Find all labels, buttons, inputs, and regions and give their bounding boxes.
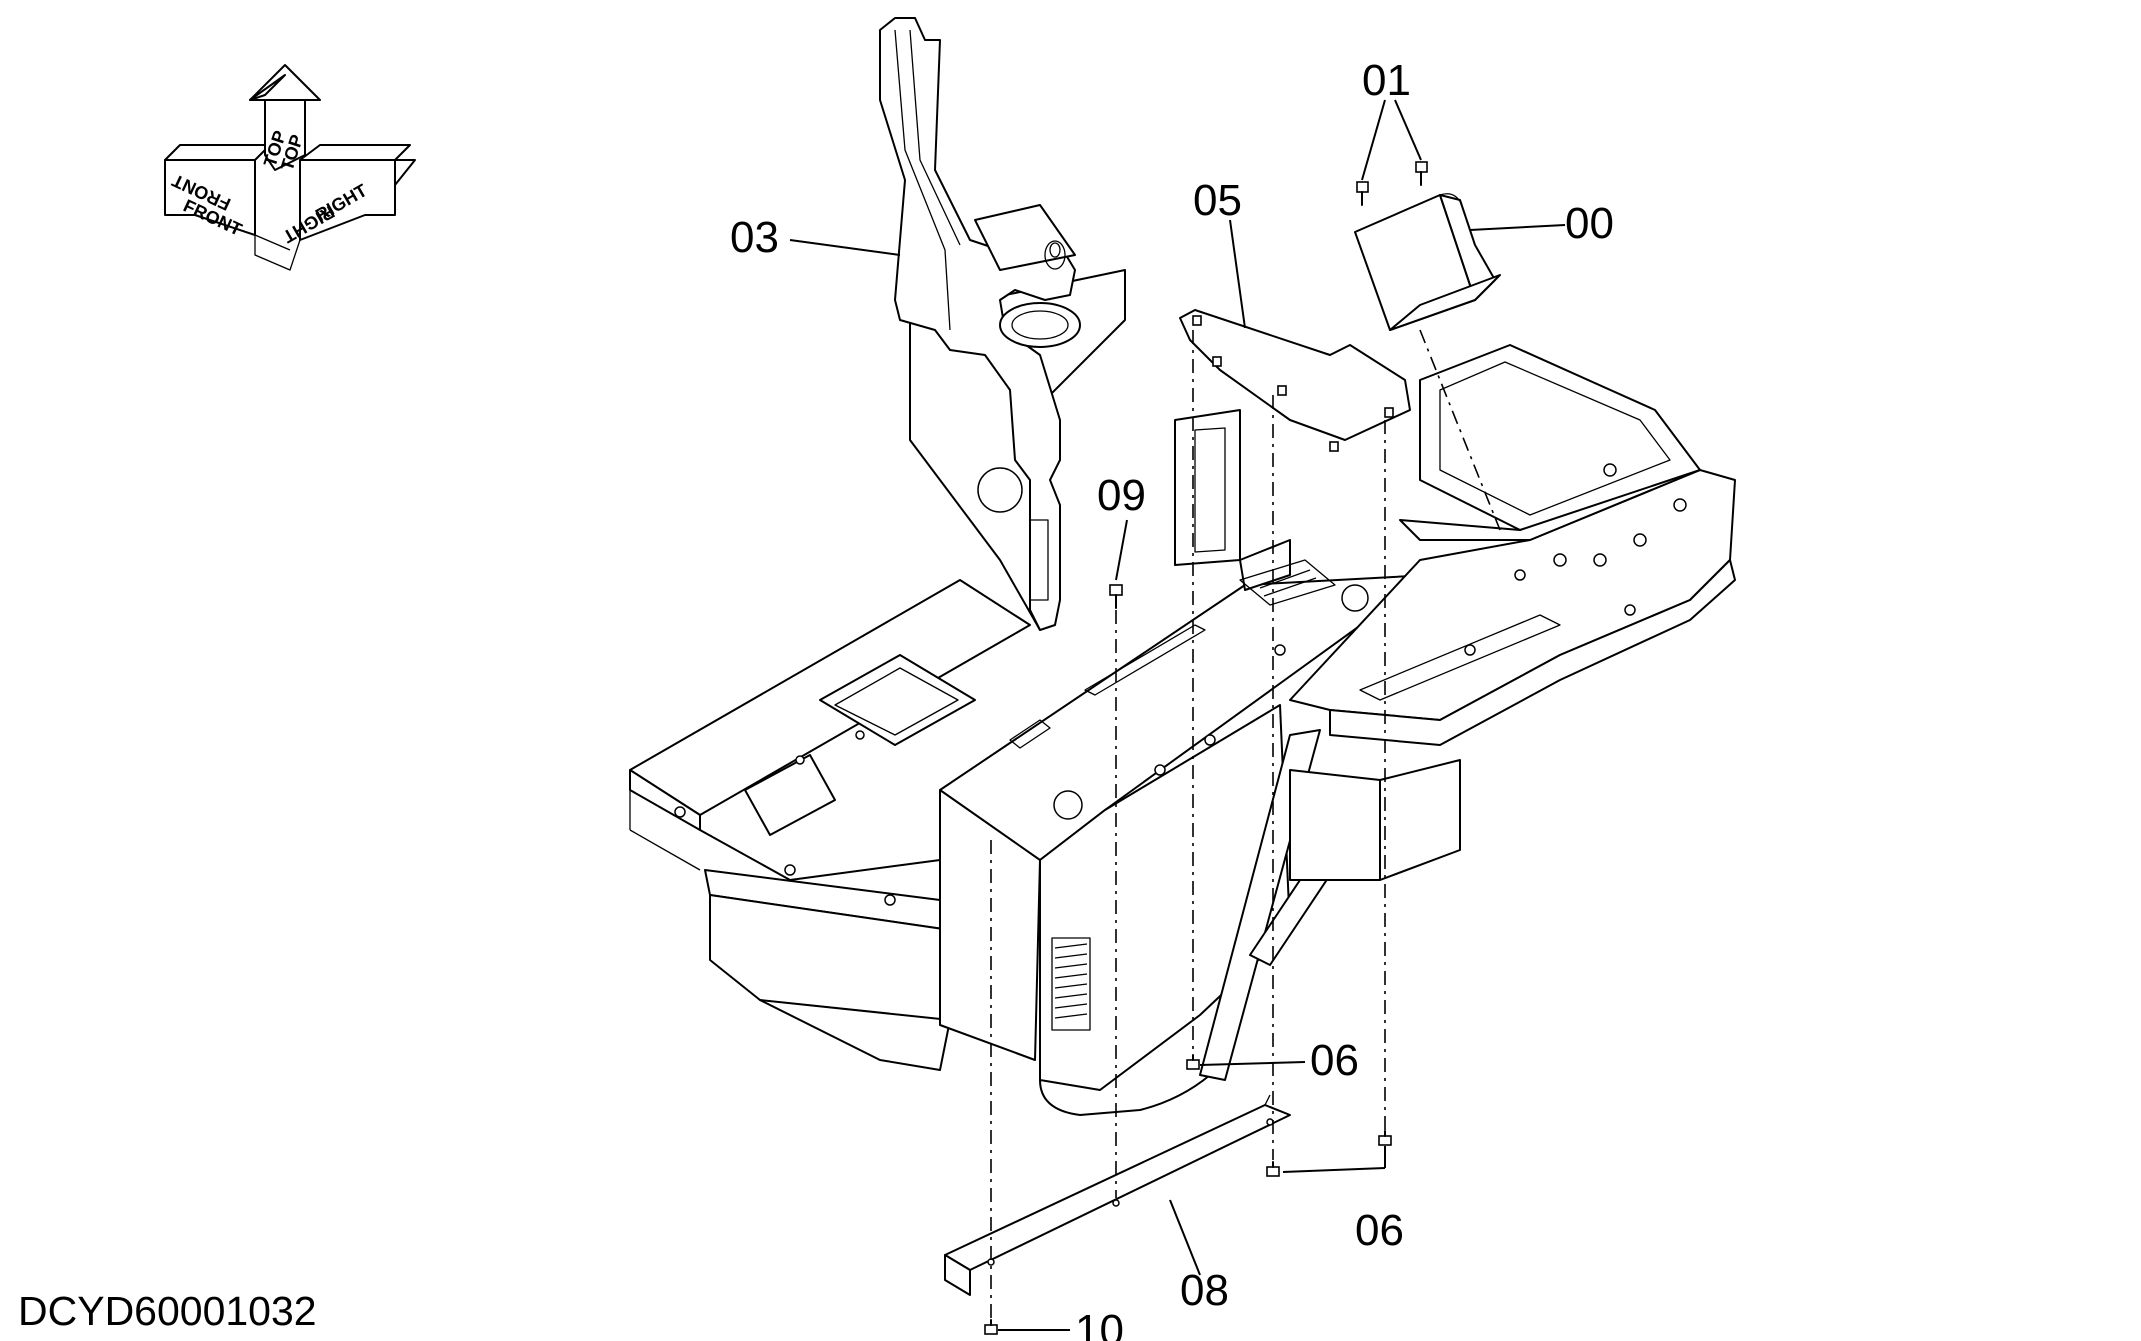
callout-01: 01 bbox=[1362, 56, 1411, 105]
assembly-lines bbox=[990, 329, 1501, 1318]
part-08-strip bbox=[944, 1094, 1291, 1296]
part-00-cover bbox=[1354, 193, 1501, 331]
callout-03: 03 bbox=[730, 213, 779, 262]
part-06-bolts bbox=[1186, 1054, 1392, 1177]
frame-assembly bbox=[629, 344, 1736, 1116]
leader-lines bbox=[789, 99, 1566, 1331]
part-09-bolt bbox=[1109, 584, 1123, 609]
vent-grille bbox=[1051, 937, 1091, 1031]
callout-09: 09 bbox=[1097, 471, 1146, 520]
callout-05: 05 bbox=[1193, 176, 1242, 225]
callout-06-lower: 06 bbox=[1355, 1206, 1404, 1255]
orientation-compass: FRONT TOP TOP RIGHT RIGHT FRONT bbox=[164, 64, 416, 271]
callout-00: 00 bbox=[1565, 199, 1614, 248]
part-05-plate bbox=[1179, 309, 1411, 452]
callout-08: 08 bbox=[1180, 1266, 1229, 1315]
part-10-bolt bbox=[984, 1319, 998, 1335]
drawing-code: DCYD60001032 bbox=[18, 1288, 317, 1334]
callout-06-upper: 06 bbox=[1310, 1036, 1359, 1085]
part-03-bracket bbox=[879, 17, 1126, 631]
part-01-bolts bbox=[1356, 161, 1428, 206]
callout-10: 10 bbox=[1075, 1306, 1124, 1341]
